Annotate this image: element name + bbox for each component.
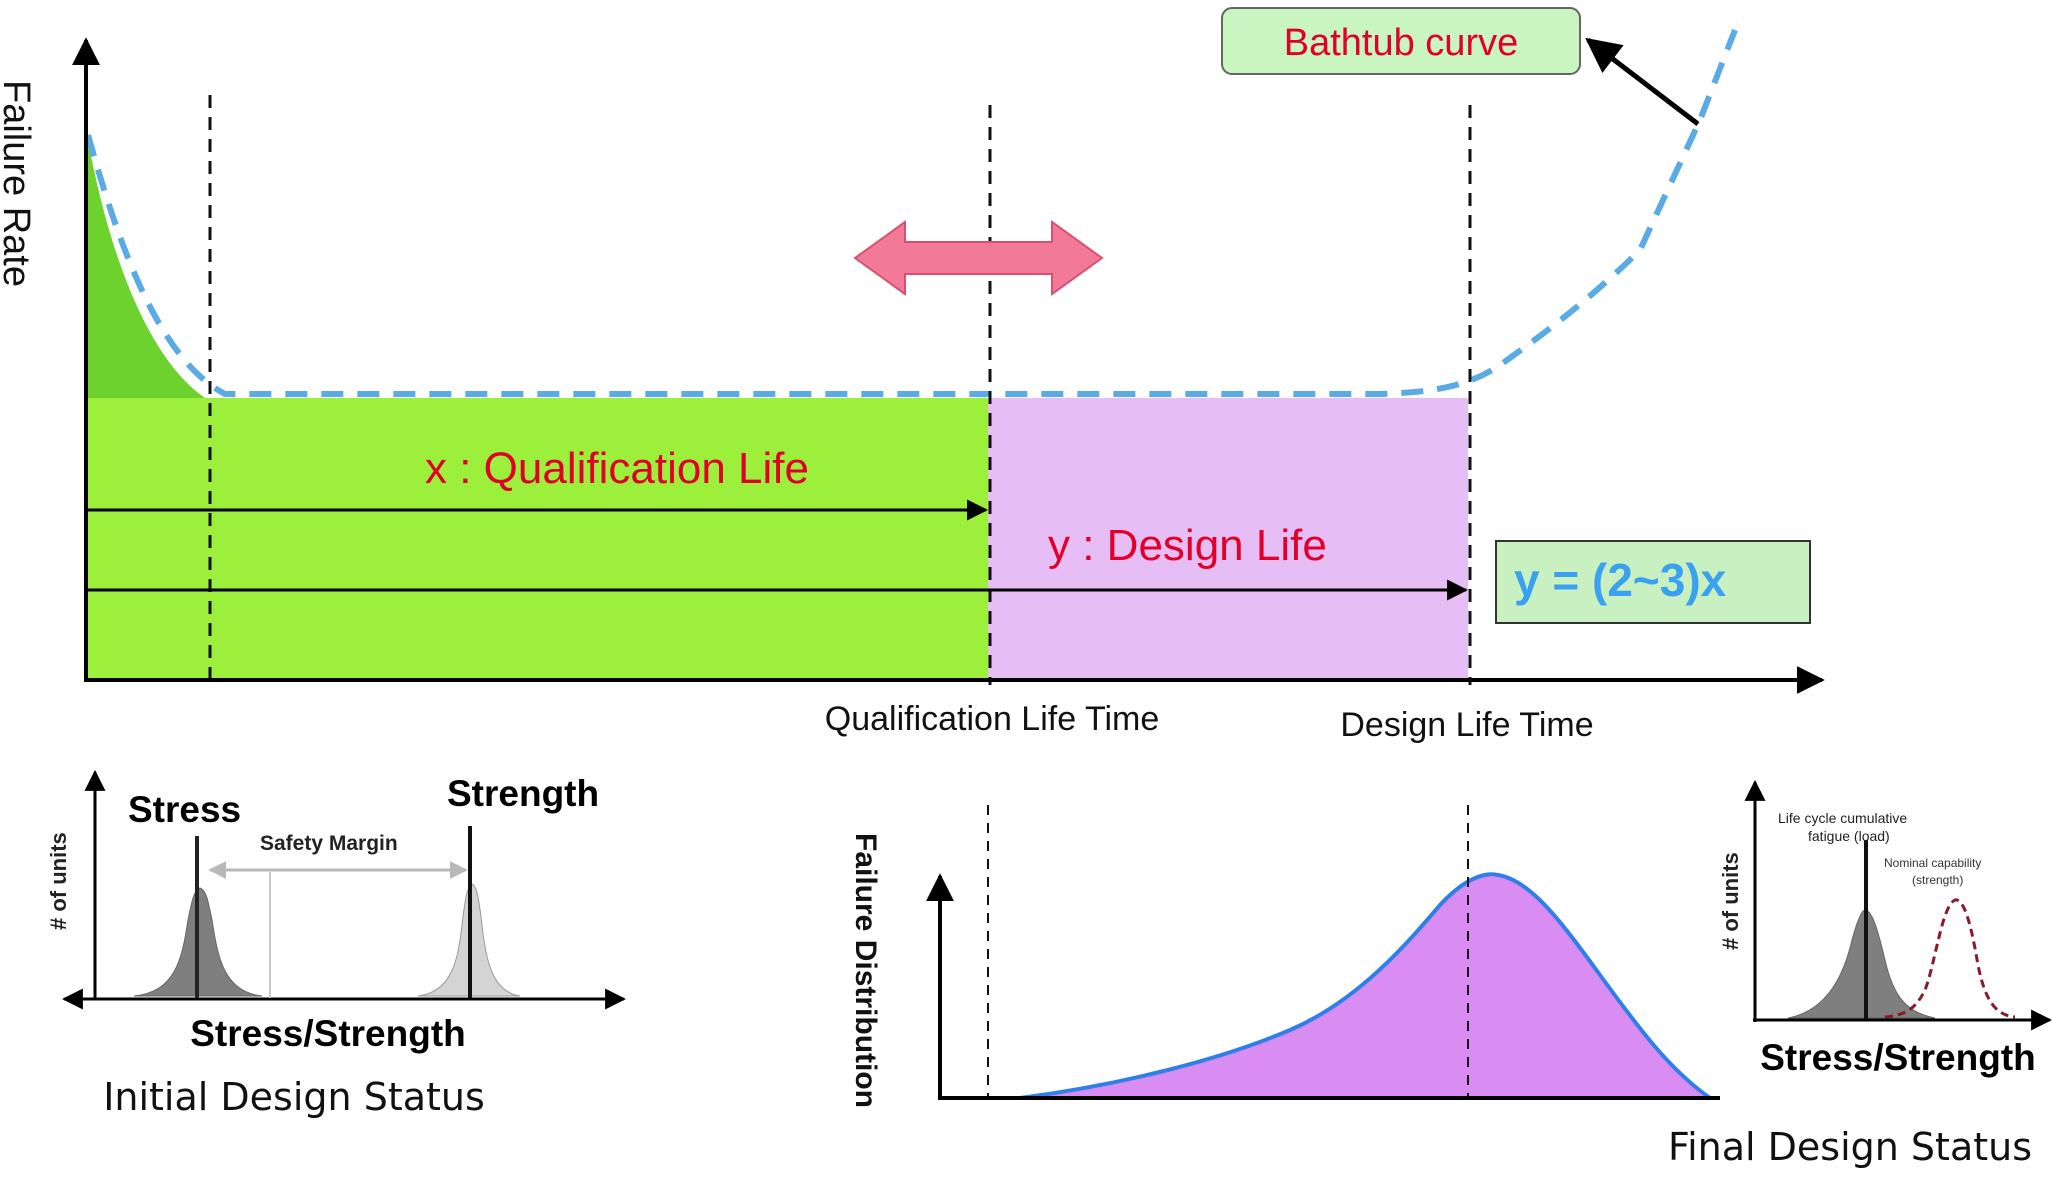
bathtub-pointer-arrow xyxy=(1585,37,1700,126)
strength-label: Strength xyxy=(447,773,599,814)
load-label-line2: fatigue (load) xyxy=(1808,828,1890,844)
safety-margin-label: Safety Margin xyxy=(260,832,398,855)
failure-rate-axis-label: Failure Rate xyxy=(0,80,37,287)
design-life-label: y : Design Life xyxy=(1048,521,1327,570)
design-time-tick: Design Life Time xyxy=(1340,706,1593,744)
initial-x-axis-label: Stress/Strength xyxy=(190,1013,466,1054)
bathtub-label: Bathtub curve xyxy=(1284,22,1518,64)
qualification-region xyxy=(86,398,988,680)
double-arrow-icon xyxy=(853,220,1104,296)
final-x-axis-label: Stress/Strength xyxy=(1760,1037,2036,1078)
bathtub-label-box xyxy=(1221,7,1581,75)
qualification-time-tick: Qualification Life Time xyxy=(825,700,1160,738)
initial-caption: Initial Design Status xyxy=(103,1075,485,1119)
capability-distribution xyxy=(1884,898,2016,1019)
design-region xyxy=(988,388,1468,680)
final-design-panel: Life cycle cumulative fatigue (load) Nom… xyxy=(1668,779,2053,1169)
initial-design-panel: Safety Margin Stress Strength # of units… xyxy=(46,769,627,1119)
final-y-axis-label: # of units xyxy=(1718,852,1743,950)
load-distribution xyxy=(1787,909,1936,1019)
initial-y-axis-label: # of units xyxy=(46,832,71,930)
capability-label-line1: Nominal capability xyxy=(1884,856,1981,870)
load-label-line1: Life cycle cumulative xyxy=(1778,810,1907,826)
formula-label: y = (2~3)x xyxy=(1514,554,1727,606)
qualification-life-label: x : Qualification Life xyxy=(425,444,809,493)
failure-distribution-panel: Failure Distribution xyxy=(849,805,1720,1108)
infant-mortality-region xyxy=(88,140,205,398)
capability-label-line2: (strength) xyxy=(1912,873,1963,887)
main-chart: Bathtub curve x : Qualification Life y :… xyxy=(0,7,1825,744)
stress-label: Stress xyxy=(128,789,241,830)
failure-distribution-axis-label: Failure Distribution xyxy=(849,833,882,1108)
final-caption: Final Design Status xyxy=(1668,1125,2032,1169)
failure-distribution-area xyxy=(1019,872,1717,1100)
bathtub-curve xyxy=(85,28,1738,397)
formula-box xyxy=(1495,540,1811,624)
